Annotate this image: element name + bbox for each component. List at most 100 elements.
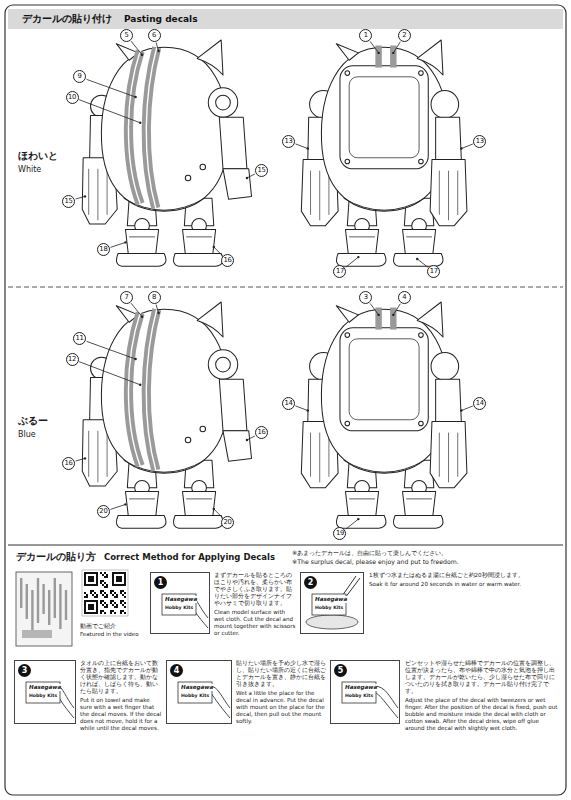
qr-module [114, 606, 116, 608]
robot-shin [125, 492, 158, 516]
robot-foot [116, 253, 165, 266]
decal-piece [37, 578, 39, 623]
decal-stripe [146, 47, 156, 208]
robot-gun-arm [430, 160, 467, 226]
qr-module [106, 596, 108, 598]
leader-dot [246, 177, 248, 179]
decal-sheet-thumbnail [16, 572, 72, 646]
qr-module [110, 600, 112, 602]
leader-dot [377, 52, 379, 54]
qr-finder [85, 573, 97, 585]
decal-stripe [128, 51, 140, 204]
robot-figure [301, 302, 467, 528]
water-dish [306, 615, 358, 629]
leader-line [111, 242, 126, 247]
robot-bolt [345, 159, 350, 164]
qr-finder [85, 601, 97, 613]
card-logo: Hasegawa [345, 684, 377, 691]
robot-shin-line [349, 236, 375, 237]
robot-shoulder-cap [216, 95, 231, 110]
qr-module [102, 580, 104, 582]
header-band: デカールの貼り付けPasting decals [8, 9, 563, 29]
qr-module [110, 610, 112, 612]
leader-dot [460, 409, 462, 411]
qr-module [104, 602, 106, 604]
callout-number: 10 [66, 91, 79, 104]
callout-number: 17 [427, 265, 440, 278]
step-illustration [178, 682, 230, 718]
callout-number: 7 [120, 291, 133, 304]
leader-dot [141, 54, 143, 56]
robot-shin-line [349, 498, 375, 499]
qr-module [110, 592, 112, 594]
step-panel: 2HasegawaHobby Kits [300, 572, 364, 634]
step-instruction: まずデカールを貼るところのほこりや汚れを、柔らかい布でやさしくふき取ります。貼り… [214, 572, 296, 607]
qr-module [112, 600, 114, 602]
qr-module [90, 590, 92, 592]
qr-module [116, 594, 118, 596]
qr-module [84, 592, 86, 594]
qr-module [102, 604, 104, 606]
step-panel: 4HasegawaHobby Kits [166, 660, 232, 724]
row-separator [8, 287, 563, 288]
robot-ear [336, 306, 358, 323]
robot-foot [336, 515, 385, 528]
qr-module [92, 594, 94, 596]
leader-line [461, 144, 472, 149]
leader-line [247, 174, 255, 178]
qr-module [110, 590, 112, 592]
robot-backpack [340, 328, 428, 431]
callout-number: 14 [282, 397, 295, 410]
qr-module [124, 612, 126, 614]
qr-module [84, 596, 86, 598]
leader-dot [307, 147, 309, 149]
callout-number: 12 [66, 353, 79, 366]
note-text: ※あまったデカールは、自由に貼って楽しんでください。 [292, 549, 447, 557]
page-frame [5, 5, 566, 795]
step-illustration [342, 682, 398, 718]
callout-number: 13 [473, 135, 486, 148]
step-number: 1 [154, 576, 167, 589]
decal-stripe-line [128, 51, 140, 204]
robot-upper-arm [436, 379, 462, 423]
robot-figure [82, 40, 251, 266]
leader-line [247, 436, 255, 440]
robot-ear [197, 302, 223, 337]
robot-shin-line [186, 236, 212, 237]
qr-code [82, 570, 128, 616]
robot-arm-detail [439, 433, 457, 483]
qr-module [102, 584, 104, 586]
qr-module [100, 580, 102, 582]
step-number: 3 [18, 664, 31, 677]
qr-module [100, 592, 102, 594]
robot-ear [197, 40, 223, 75]
decal-stripe [375, 46, 381, 68]
robot-bolt [419, 421, 424, 426]
qr-module [116, 604, 118, 606]
leader-line [370, 41, 378, 52]
qr-module [116, 596, 118, 598]
qr-module [86, 594, 88, 596]
callout-number: 3 [359, 291, 372, 304]
decal-piece [42, 584, 44, 614]
qr-finder-dot [116, 576, 122, 582]
robot-arm-detail [311, 433, 329, 483]
decal-piece [48, 590, 50, 625]
section-title-en: Pasting decals [124, 14, 198, 24]
robot-shin-line [406, 498, 432, 499]
callout-number: 5 [120, 29, 133, 42]
qr-module [94, 596, 96, 598]
callout-number: 6 [148, 29, 161, 42]
qr-module [106, 604, 108, 606]
step-panel: 1HasegawaHobby Kits [150, 572, 210, 634]
step-illustration [26, 682, 74, 718]
leader-dot [84, 457, 86, 459]
note-text: Featured in the video [80, 631, 139, 638]
step-panel: 5HasegawaHobby Kits [330, 660, 400, 724]
robot-arm-detail [89, 431, 107, 483]
qr-module [122, 604, 124, 606]
callout-number: 15 [62, 195, 75, 208]
color-variant-label: White [18, 165, 41, 175]
leader-line [156, 43, 158, 51]
